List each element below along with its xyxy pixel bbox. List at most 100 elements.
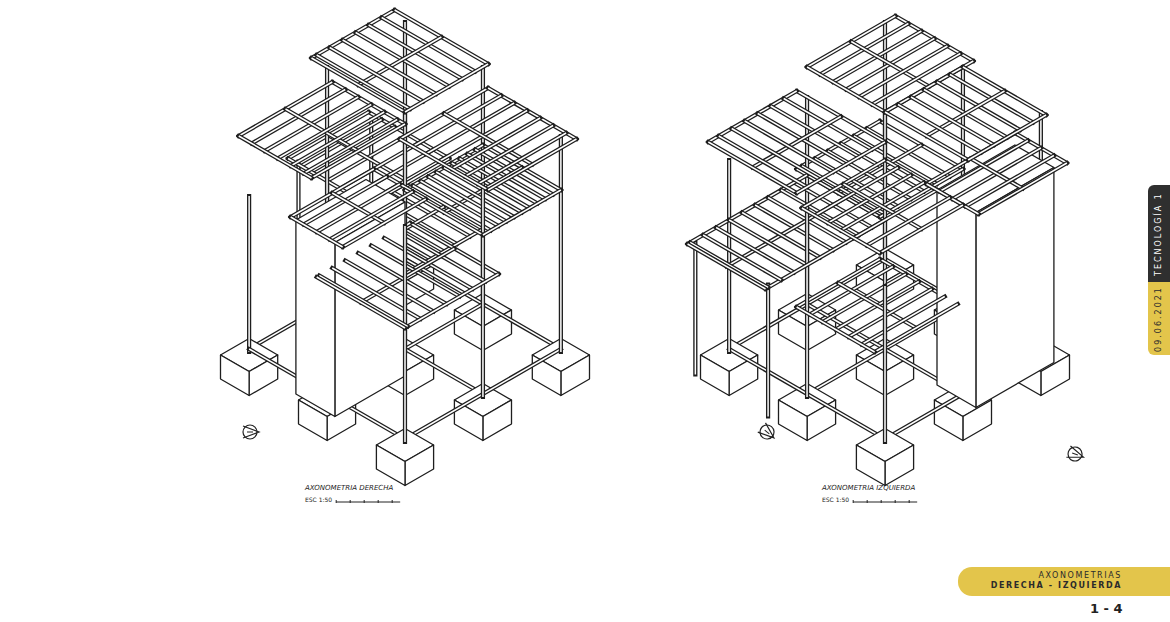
steel-member-core — [404, 226, 406, 442]
footing — [701, 355, 730, 396]
steel-member-core — [356, 33, 450, 87]
steel-member — [403, 226, 407, 442]
structure-frame — [221, 10, 590, 486]
steel-member-core — [482, 181, 484, 397]
steel-member-core — [358, 253, 446, 304]
steel-member-core — [319, 276, 407, 327]
tab-text: TECNOLOGÍA 1 — [1154, 192, 1164, 276]
steel-member-core — [444, 114, 532, 165]
steel-member — [358, 37, 441, 85]
steel-member — [859, 46, 947, 97]
steel-member-core — [767, 285, 769, 417]
steel-member — [452, 118, 540, 169]
north-arrow — [1066, 445, 1086, 464]
steel-member-core — [884, 286, 886, 442]
steel-member-core — [940, 141, 1028, 192]
steel-member — [880, 205, 963, 253]
steel-member-core — [797, 142, 885, 193]
steel-member — [319, 276, 407, 327]
scale-text: ESC 1:50 — [822, 496, 849, 503]
steel-member-core — [488, 139, 576, 190]
side-tab: 09.06.2021 — [1148, 282, 1170, 355]
north-circle — [1066, 445, 1084, 463]
steel-member — [807, 67, 885, 112]
steel-member-core — [285, 109, 358, 151]
north-pointer — [1066, 446, 1085, 463]
scale-bar — [336, 500, 400, 503]
steel-member-core — [719, 136, 807, 187]
steel-member — [979, 163, 1067, 214]
north-circle — [757, 422, 777, 442]
steel-member — [356, 33, 450, 87]
wall-panel — [976, 168, 1054, 408]
steel-member — [953, 148, 1041, 199]
north-mark — [1072, 453, 1078, 455]
steel-member-core — [291, 217, 343, 247]
drawing-caption: AXONOMETRIA DERECHA — [305, 484, 393, 492]
steel-member — [688, 244, 766, 289]
steel-member — [968, 115, 1046, 160]
steel-member — [872, 54, 960, 105]
steel-member — [802, 208, 880, 253]
footing — [885, 445, 914, 486]
steel-member — [405, 229, 483, 274]
steel-member — [291, 217, 343, 247]
steel-member-core — [478, 133, 566, 184]
steel-member — [465, 126, 553, 177]
north-mark — [765, 430, 770, 434]
footing — [856, 445, 885, 486]
north-arrow — [757, 422, 778, 443]
scale-text: ESC 1:50 — [305, 496, 332, 503]
steel-member-core — [265, 97, 359, 151]
scale-tick — [336, 500, 337, 503]
steel-member-core — [968, 115, 1046, 160]
steel-member-core — [248, 196, 250, 352]
scale-tick — [350, 500, 351, 503]
steel-member — [719, 136, 807, 187]
steel-member — [405, 190, 483, 235]
steel-member-core — [806, 205, 808, 397]
north-arrow — [243, 425, 259, 439]
steel-member — [727, 160, 731, 352]
steel-member-core — [239, 136, 312, 178]
steel-member — [239, 136, 312, 178]
steel-member-core — [560, 136, 562, 352]
steel-member — [559, 136, 563, 352]
footing — [779, 400, 808, 441]
steel-member — [966, 156, 1054, 207]
scale-tick — [909, 500, 910, 503]
steel-member-core — [953, 148, 1041, 199]
steel-member — [444, 114, 532, 165]
steel-member-core — [413, 186, 491, 231]
steel-member — [745, 121, 833, 172]
steel-member-core — [880, 205, 963, 253]
drawing-caption: AXONOMETRIA IZQUIERDA — [822, 484, 915, 492]
steel-member — [311, 124, 405, 178]
steel-member — [345, 261, 433, 312]
steel-member-core — [400, 139, 488, 190]
steel-member-core — [311, 124, 405, 178]
steel-member — [805, 205, 809, 397]
steel-member-core — [745, 121, 833, 172]
steel-member — [304, 120, 398, 174]
steel-member-core — [971, 159, 1023, 189]
sheet-title: AXONOMETRIAS — [978, 571, 1122, 581]
steel-member — [317, 277, 405, 328]
steel-member-core — [405, 274, 499, 328]
steel-member-core — [885, 112, 968, 160]
steel-member-core — [405, 190, 483, 235]
steel-member-core — [979, 163, 1067, 214]
steel-member — [797, 142, 885, 193]
steel-member — [358, 253, 446, 304]
steel-member-core — [695, 243, 697, 375]
steel-member-core — [846, 39, 934, 90]
footing — [405, 445, 434, 486]
footing — [221, 355, 250, 396]
steel-member-core — [405, 64, 488, 112]
steel-member — [732, 129, 820, 180]
steel-member — [247, 196, 251, 352]
sheet-subtitle: DERECHA - IZQUIERDA — [978, 581, 1122, 591]
footing — [376, 445, 405, 486]
scale-line — [853, 502, 917, 503]
